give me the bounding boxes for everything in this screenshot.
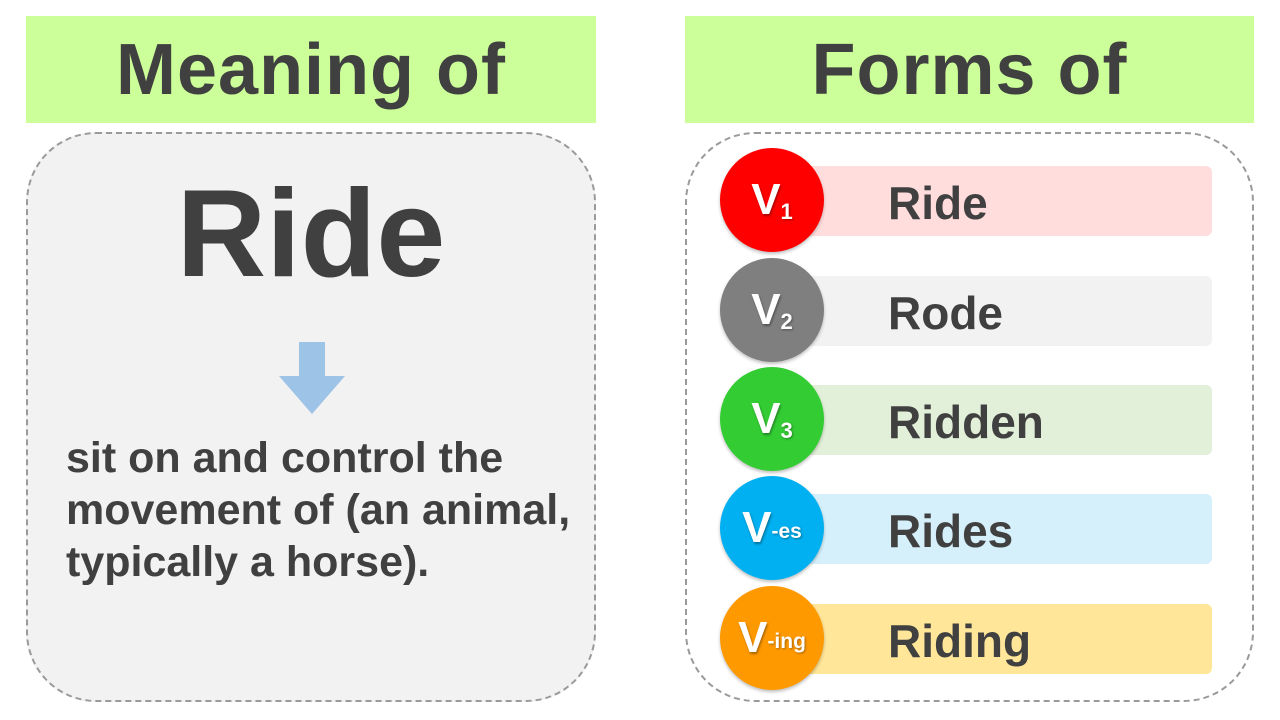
- form-bar: [772, 604, 1212, 674]
- v-ing-badge: V-ing: [720, 586, 824, 690]
- forms-of-header: Forms of: [685, 16, 1254, 123]
- form-value: Riding: [888, 615, 1032, 667]
- verb-word: Ride: [176, 165, 446, 303]
- form-bar: [772, 385, 1212, 455]
- meaning-panel: [26, 132, 596, 702]
- form-row-v-es: V-es Rides: [720, 476, 1212, 580]
- definition-text: sit on and control the movement of (an a…: [66, 434, 571, 586]
- form-value: Ridden: [888, 396, 1044, 448]
- form-row-v-ing: V-ing Riding: [720, 586, 1212, 690]
- meaning-of-title: Meaning of: [116, 29, 506, 110]
- forms-of-title: Forms of: [811, 29, 1128, 110]
- meaning-of-header: Meaning of: [26, 16, 596, 123]
- down-arrow-icon: [279, 342, 345, 414]
- form-bar: [772, 166, 1212, 236]
- form-bar: [772, 494, 1212, 564]
- form-value: Rides: [888, 505, 1014, 557]
- form-value: Ride: [888, 177, 988, 229]
- form-bar: [772, 276, 1212, 346]
- v-es-badge: V-es: [720, 476, 824, 580]
- form-value: Rode: [888, 287, 1003, 339]
